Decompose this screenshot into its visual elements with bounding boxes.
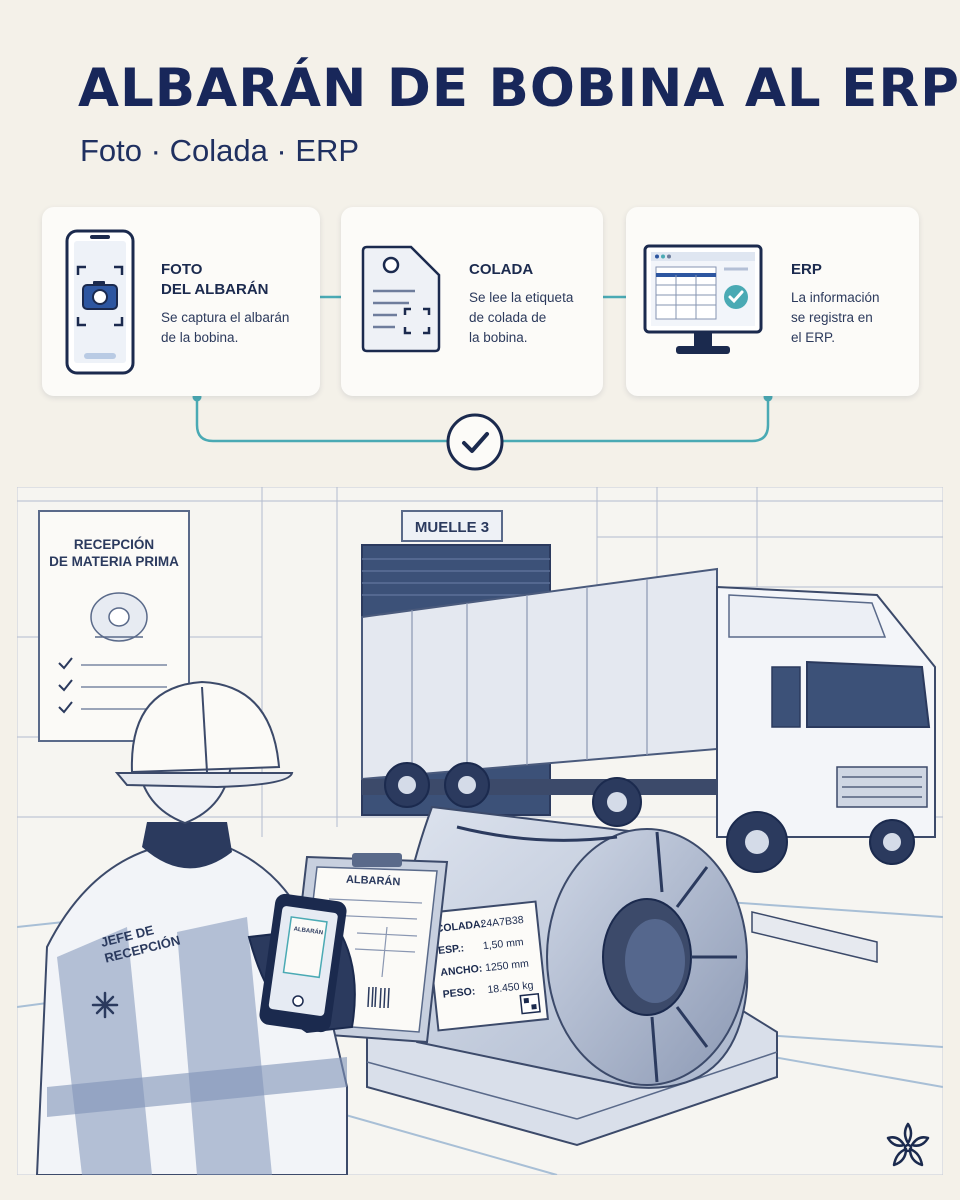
step-description: Se lee la etiqueta de colada de la bobin… (469, 290, 574, 345)
step-title: ERP (791, 261, 822, 278)
step-title: COLADA (469, 261, 534, 278)
coil-label-esp-key: ESP.: (438, 942, 465, 957)
step-card-colada: COLADA Se lee la etiqueta de colada de l… (341, 207, 603, 396)
clipboard-title: ALBARÁN (346, 873, 401, 889)
coil-label-colada-key: COLADA: (435, 918, 484, 935)
qr-code-icon (519, 992, 541, 1015)
coil-label-esp-value: 1,50 mm (482, 936, 524, 952)
coil-label-peso-value: 18.450 kg (487, 979, 534, 996)
step-description: La información se registra en el ERP. (791, 290, 880, 345)
checkmark-icon (446, 413, 504, 471)
coil-label-ancho-key: ANCHO: (440, 963, 483, 979)
step-title: FOTO DEL ALBARÁN (161, 261, 269, 298)
phone-screen-text: ALBARÁN (293, 925, 323, 936)
coil-label-peso-key: PESO: (442, 985, 476, 1000)
coil-label-ancho-value: 1250 mm (485, 958, 530, 975)
step-card-foto: FOTO DEL ALBARÁN Se captura el albarán d… (42, 207, 320, 396)
flower-logo-icon (886, 1122, 930, 1167)
barcode-icon (367, 986, 390, 1009)
step-card-erp: ERP La información se registra en el ERP… (626, 207, 919, 396)
page-subtitle: Foto · Colada · ERP (80, 133, 360, 168)
step-description: Se captura el albarán de la bobina. (161, 310, 290, 345)
dock-sign: MUELLE 3 (415, 519, 489, 536)
tag-scan-icon (361, 245, 441, 353)
coil-label-colada-value: 24A7B38 (480, 914, 524, 930)
monitor-check-icon (643, 244, 763, 354)
smartphone-camera-icon (65, 229, 135, 375)
page-title: ALBARÁN DE BOBINA AL ERP (78, 58, 960, 119)
flower-badge-icon (91, 991, 119, 1019)
